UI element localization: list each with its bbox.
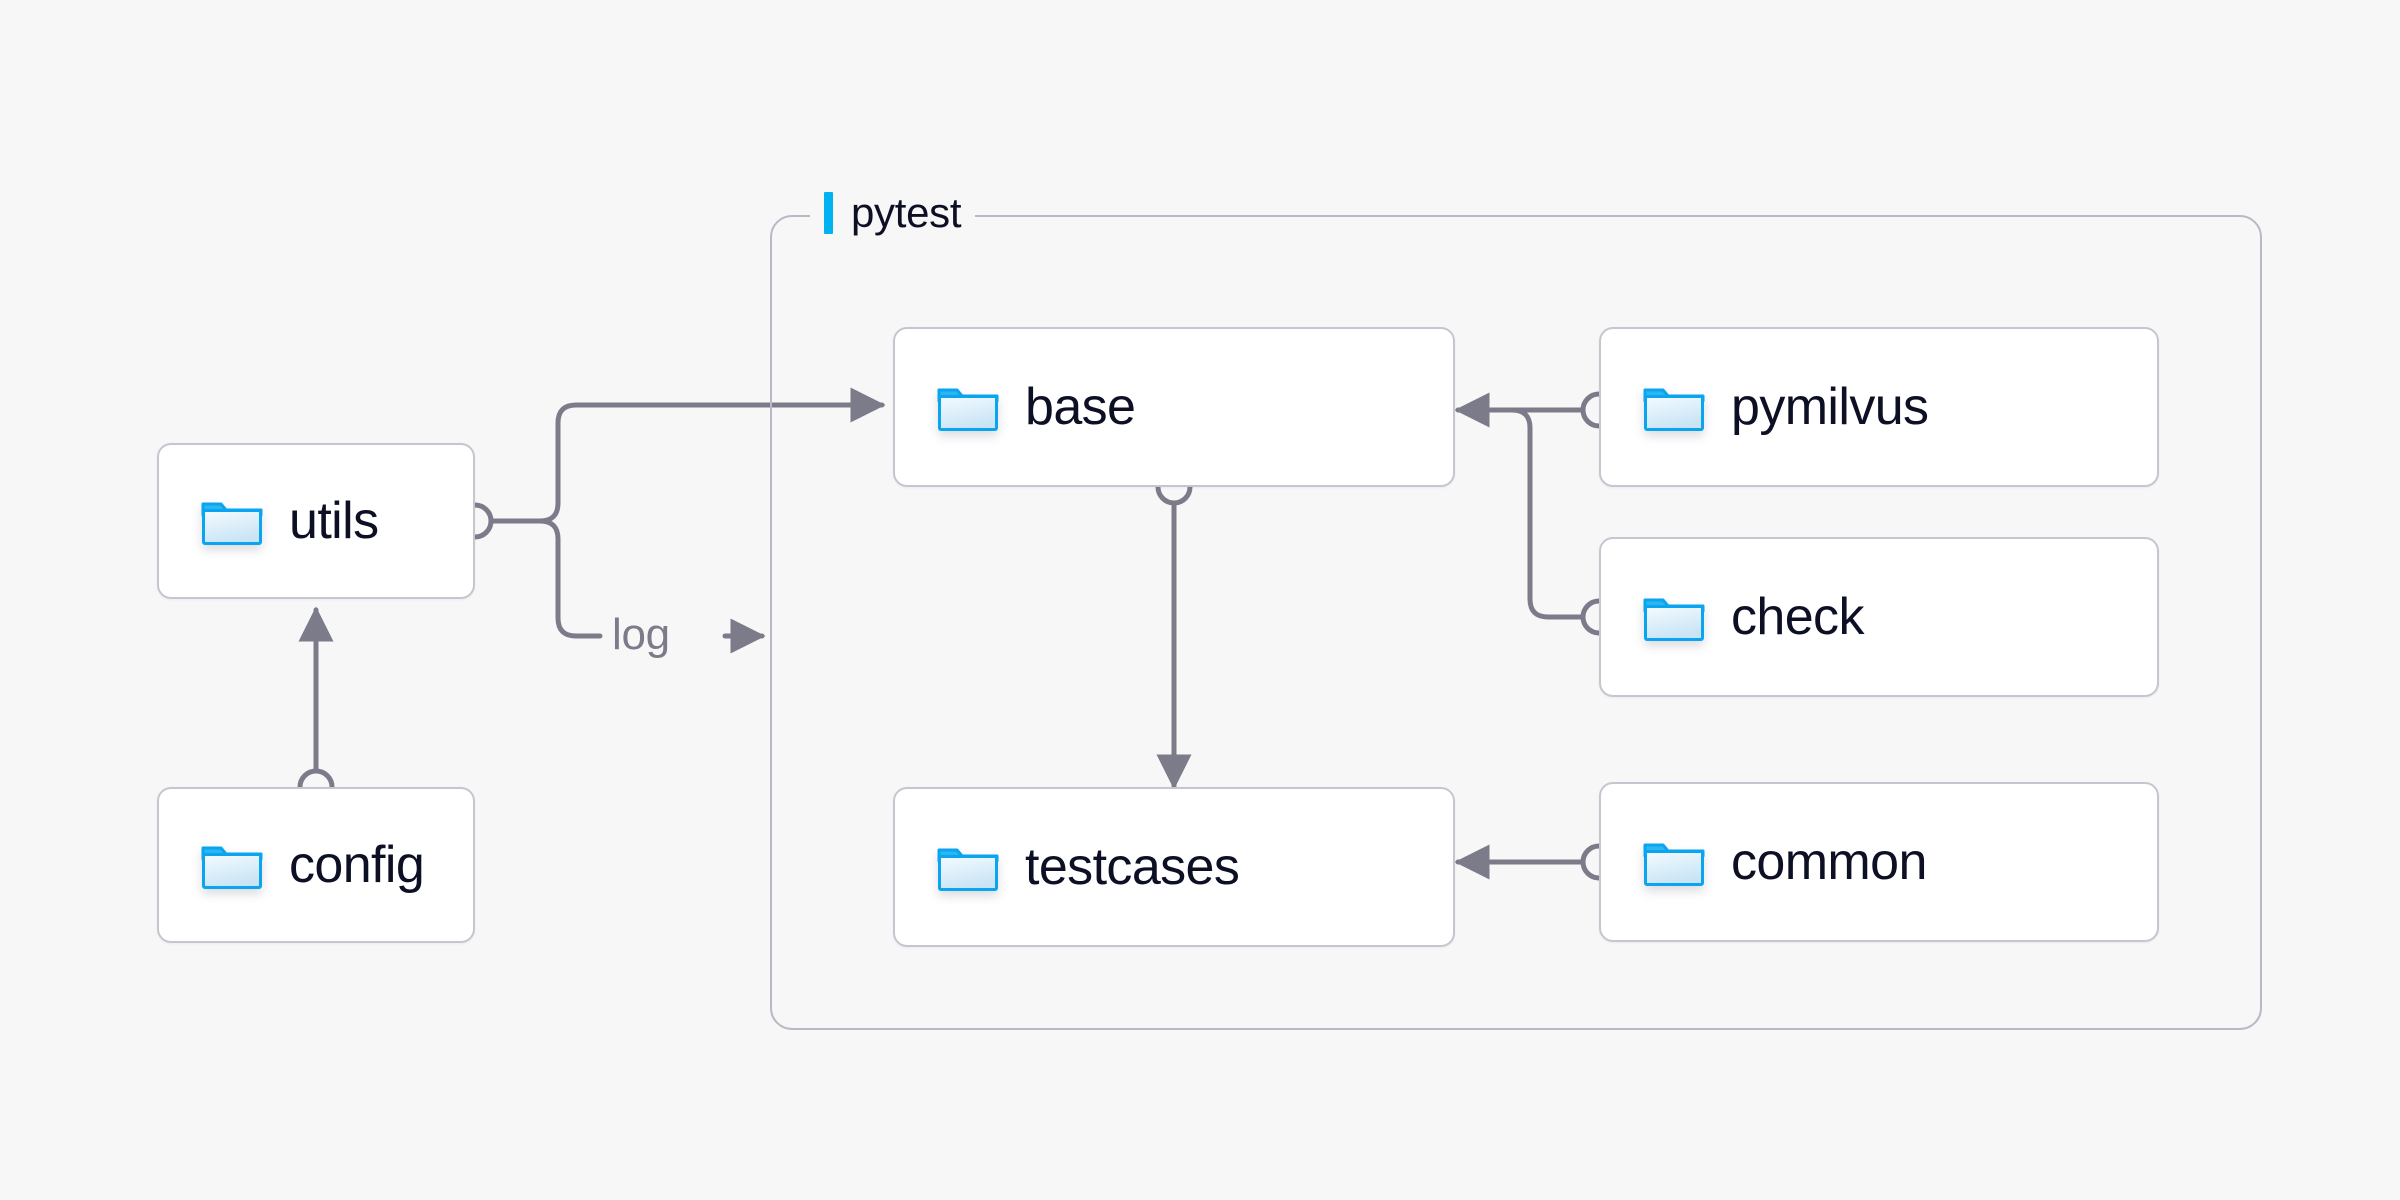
node-config[interactable]: config xyxy=(157,787,475,943)
group-pytest-title: pytest xyxy=(810,189,976,236)
node-label: utils xyxy=(289,492,379,550)
node-label: pymilvus xyxy=(1731,378,1929,436)
group-accent-bar xyxy=(824,192,833,234)
node-base[interactable]: base xyxy=(893,327,1455,487)
folder-icon xyxy=(937,841,999,893)
edge-utils-to-log xyxy=(537,518,603,639)
folder-icon xyxy=(201,839,263,891)
folder-icon xyxy=(1643,381,1705,433)
node-label: config xyxy=(289,836,425,894)
node-label: common xyxy=(1731,833,1927,891)
group-pytest[interactable] xyxy=(770,215,2262,1030)
node-common[interactable]: common xyxy=(1599,782,2159,942)
node-testcases[interactable]: testcases xyxy=(893,787,1455,947)
node-label: check xyxy=(1731,588,1864,646)
folder-icon xyxy=(937,381,999,433)
node-check[interactable]: check xyxy=(1599,537,2159,697)
node-pymilvus[interactable]: pymilvus xyxy=(1599,327,2159,487)
folder-icon xyxy=(1643,591,1705,643)
edge-label-log: log xyxy=(604,613,678,657)
folder-icon xyxy=(1643,836,1705,888)
node-label: testcases xyxy=(1025,838,1240,896)
group-title-label: pytest xyxy=(851,189,962,236)
node-label: base xyxy=(1025,378,1136,436)
folder-icon xyxy=(201,495,263,547)
node-utils[interactable]: utils xyxy=(157,443,475,599)
